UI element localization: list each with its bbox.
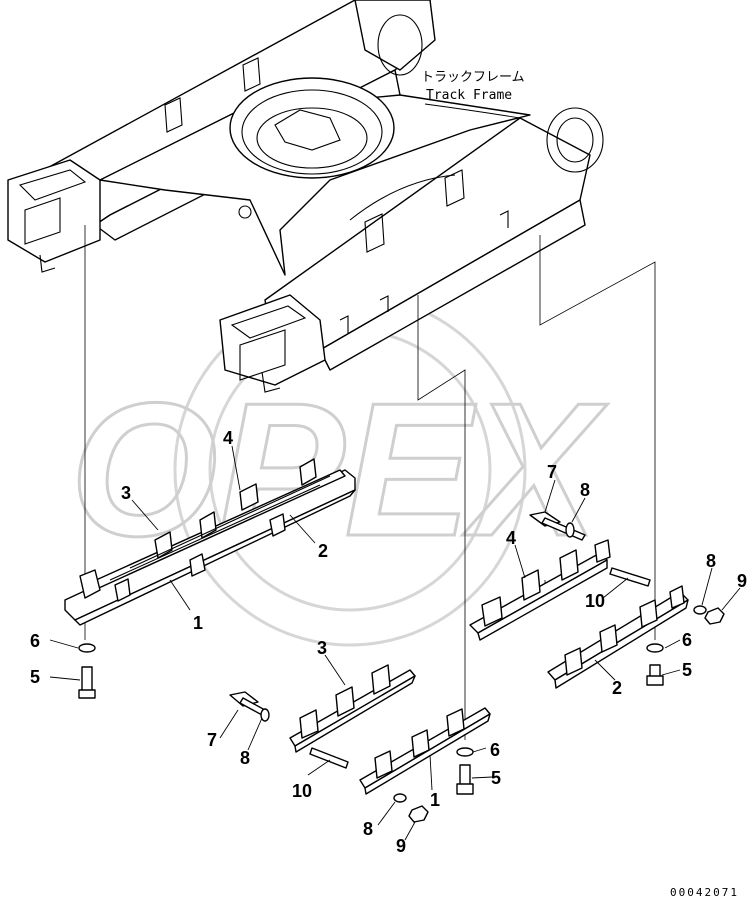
callout-leader-lines bbox=[49, 445, 741, 841]
callout-3: 3 bbox=[121, 483, 131, 503]
document-number: 00042071 bbox=[670, 886, 739, 899]
callout-5: 5 bbox=[30, 667, 40, 687]
callout-1: 1 bbox=[430, 790, 440, 810]
callout-5: 5 bbox=[682, 660, 692, 680]
callout-8: 8 bbox=[363, 819, 373, 839]
title-leader-line bbox=[424, 103, 521, 119]
callout-1: 1 bbox=[193, 613, 203, 633]
track-guard-right-lower bbox=[547, 585, 725, 689]
callout-6: 6 bbox=[490, 740, 500, 760]
callout-7: 7 bbox=[547, 462, 557, 482]
track-guard-left bbox=[64, 458, 356, 626]
callout-4: 4 bbox=[506, 528, 516, 548]
callout-9: 9 bbox=[737, 571, 747, 591]
track-frame bbox=[7, 0, 604, 393]
center-lines bbox=[84, 225, 656, 740]
track-guard-right-upper bbox=[469, 511, 651, 641]
callout-10: 10 bbox=[292, 781, 312, 801]
callout-5: 5 bbox=[491, 768, 501, 788]
callout-8: 8 bbox=[580, 480, 590, 500]
frame-title-jp: トラックフレーム bbox=[421, 70, 525, 85]
callout-4: 4 bbox=[223, 428, 233, 448]
callout-7: 7 bbox=[207, 730, 217, 750]
bolt-set-left bbox=[78, 643, 96, 699]
callout-9: 9 bbox=[396, 836, 406, 856]
callout-10: 10 bbox=[585, 591, 605, 611]
track-guard-bottom bbox=[229, 664, 491, 823]
washer-icon bbox=[78, 643, 96, 653]
callout-8: 8 bbox=[706, 551, 716, 571]
callout-6: 6 bbox=[682, 630, 692, 650]
callout-8: 8 bbox=[240, 748, 250, 768]
callout-2: 2 bbox=[612, 678, 622, 698]
callout-2: 2 bbox=[318, 541, 328, 561]
callout-3: 3 bbox=[317, 638, 327, 658]
frame-title-en: Track Frame bbox=[426, 88, 512, 103]
callout-6: 6 bbox=[30, 631, 40, 651]
